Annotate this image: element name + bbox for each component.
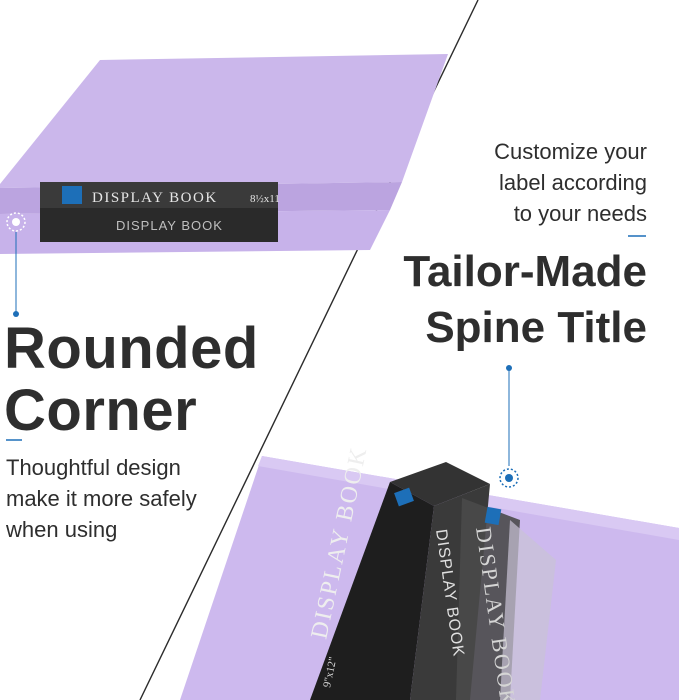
spine-title-callout-end (506, 365, 512, 371)
spine-title-line-1: Tailor-Made (403, 247, 647, 296)
insert-logo-mark (394, 487, 414, 507)
custom-label-desc-line-3: to your needs (513, 201, 647, 226)
insert-clear-sleeve (500, 520, 556, 700)
spine-title-callout-ring (499, 468, 519, 488)
spine-title-line-2: Spine Title (425, 303, 647, 352)
rounded-corner-callout-end (13, 311, 19, 317)
custom-label-desc-line-1: Customize your (494, 139, 647, 164)
spine-size-top: 8½x11 (250, 193, 280, 205)
rounded-corner-desc-line-2: make it more safely (6, 486, 197, 511)
spine-top-label: DISPLAY BOOK (92, 190, 218, 206)
rounded-corner-callout-dot (12, 218, 20, 226)
top-binder-cover (0, 54, 448, 188)
brand-logo-mark (62, 186, 82, 204)
spine-title-heading: Tailor-Made Spine Title (287, 244, 647, 356)
rounded-corner-title-line-2: Corner (4, 378, 198, 443)
top-binder: DISPLAY BOOK 8½x11 DISPLAY BOOK (0, 54, 448, 317)
rounded-corner-desc-line-3: when using (6, 517, 118, 542)
rounded-corner-title-line-1: Rounded (4, 316, 259, 381)
insert-back-logo-mark (484, 506, 502, 526)
custom-label-desc-line-2: label according (499, 170, 647, 195)
rounded-corner-callout-ring (6, 212, 26, 232)
spine-title-callout-dot (505, 474, 513, 482)
spine-bottom-label: DISPLAY BOOK (116, 218, 223, 233)
rounded-corner-title: Rounded Corner (4, 318, 259, 442)
bottom-binder: DISPLAY BOOK DISPLAY BOOK DISPLAY BOOK 9… (180, 444, 679, 700)
rounded-corner-description: Thoughtful design make it more safely wh… (6, 452, 197, 545)
rounded-corner-desc-line-1: Thoughtful design (6, 455, 181, 480)
insert-front-strip (310, 482, 434, 700)
custom-label-description: Customize your label according to your n… (347, 136, 647, 229)
insert-top-face (390, 462, 490, 506)
